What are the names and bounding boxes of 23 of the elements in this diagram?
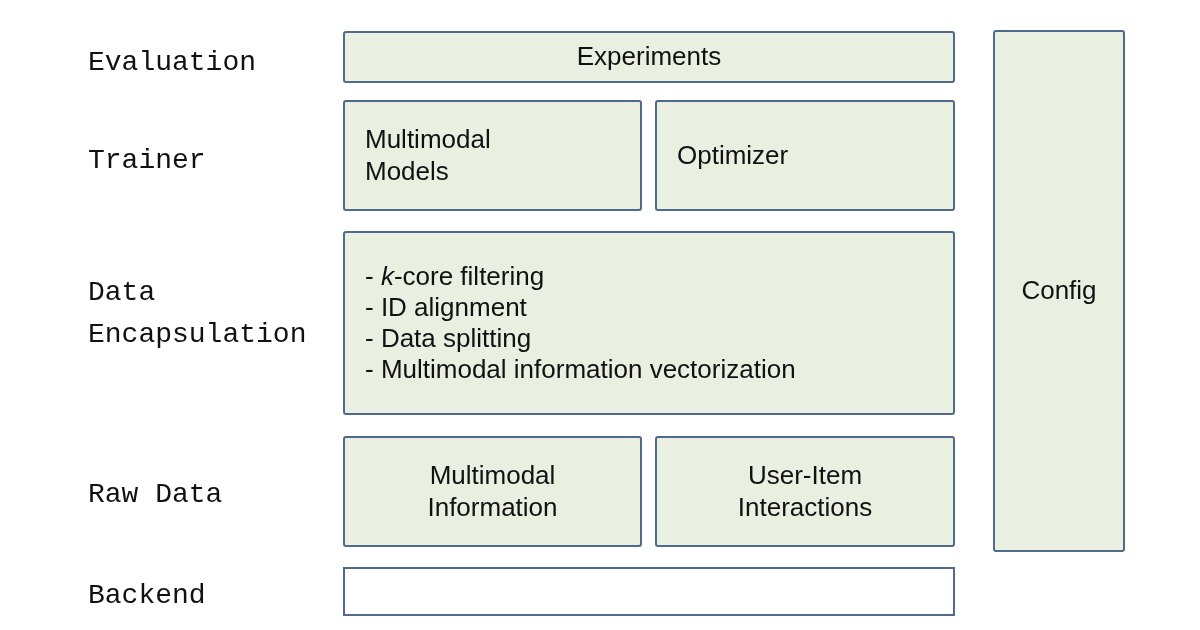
layer-label: Data Encapsulation	[88, 276, 308, 352]
layer-label: Backend	[88, 579, 207, 613]
process-box	[343, 231, 955, 415]
process-box	[343, 436, 642, 547]
box-text: - ID alignment	[365, 291, 528, 323]
box-text: User-Item Interactions	[736, 460, 874, 523]
process-box	[343, 31, 955, 83]
empty-box	[343, 567, 955, 616]
layer-label: Evaluation	[88, 46, 258, 80]
box-text: - k-core filtering	[365, 260, 546, 292]
box-text: Config	[1020, 275, 1098, 307]
process-box	[655, 100, 955, 211]
process-box	[343, 100, 642, 211]
layer-label: Trainer	[88, 144, 207, 178]
layer-label: Raw Data	[88, 478, 224, 512]
box-text: - Data splitting	[365, 323, 533, 355]
process-box	[993, 30, 1125, 552]
box-text: Multimodal Models	[365, 124, 492, 187]
box-text: Multimodal Information	[426, 460, 559, 523]
box-text: Experiments	[575, 41, 723, 73]
box-text: - Multimodal information vectorization	[365, 354, 797, 386]
box-text: Optimizer	[677, 139, 790, 172]
process-box	[655, 436, 955, 547]
